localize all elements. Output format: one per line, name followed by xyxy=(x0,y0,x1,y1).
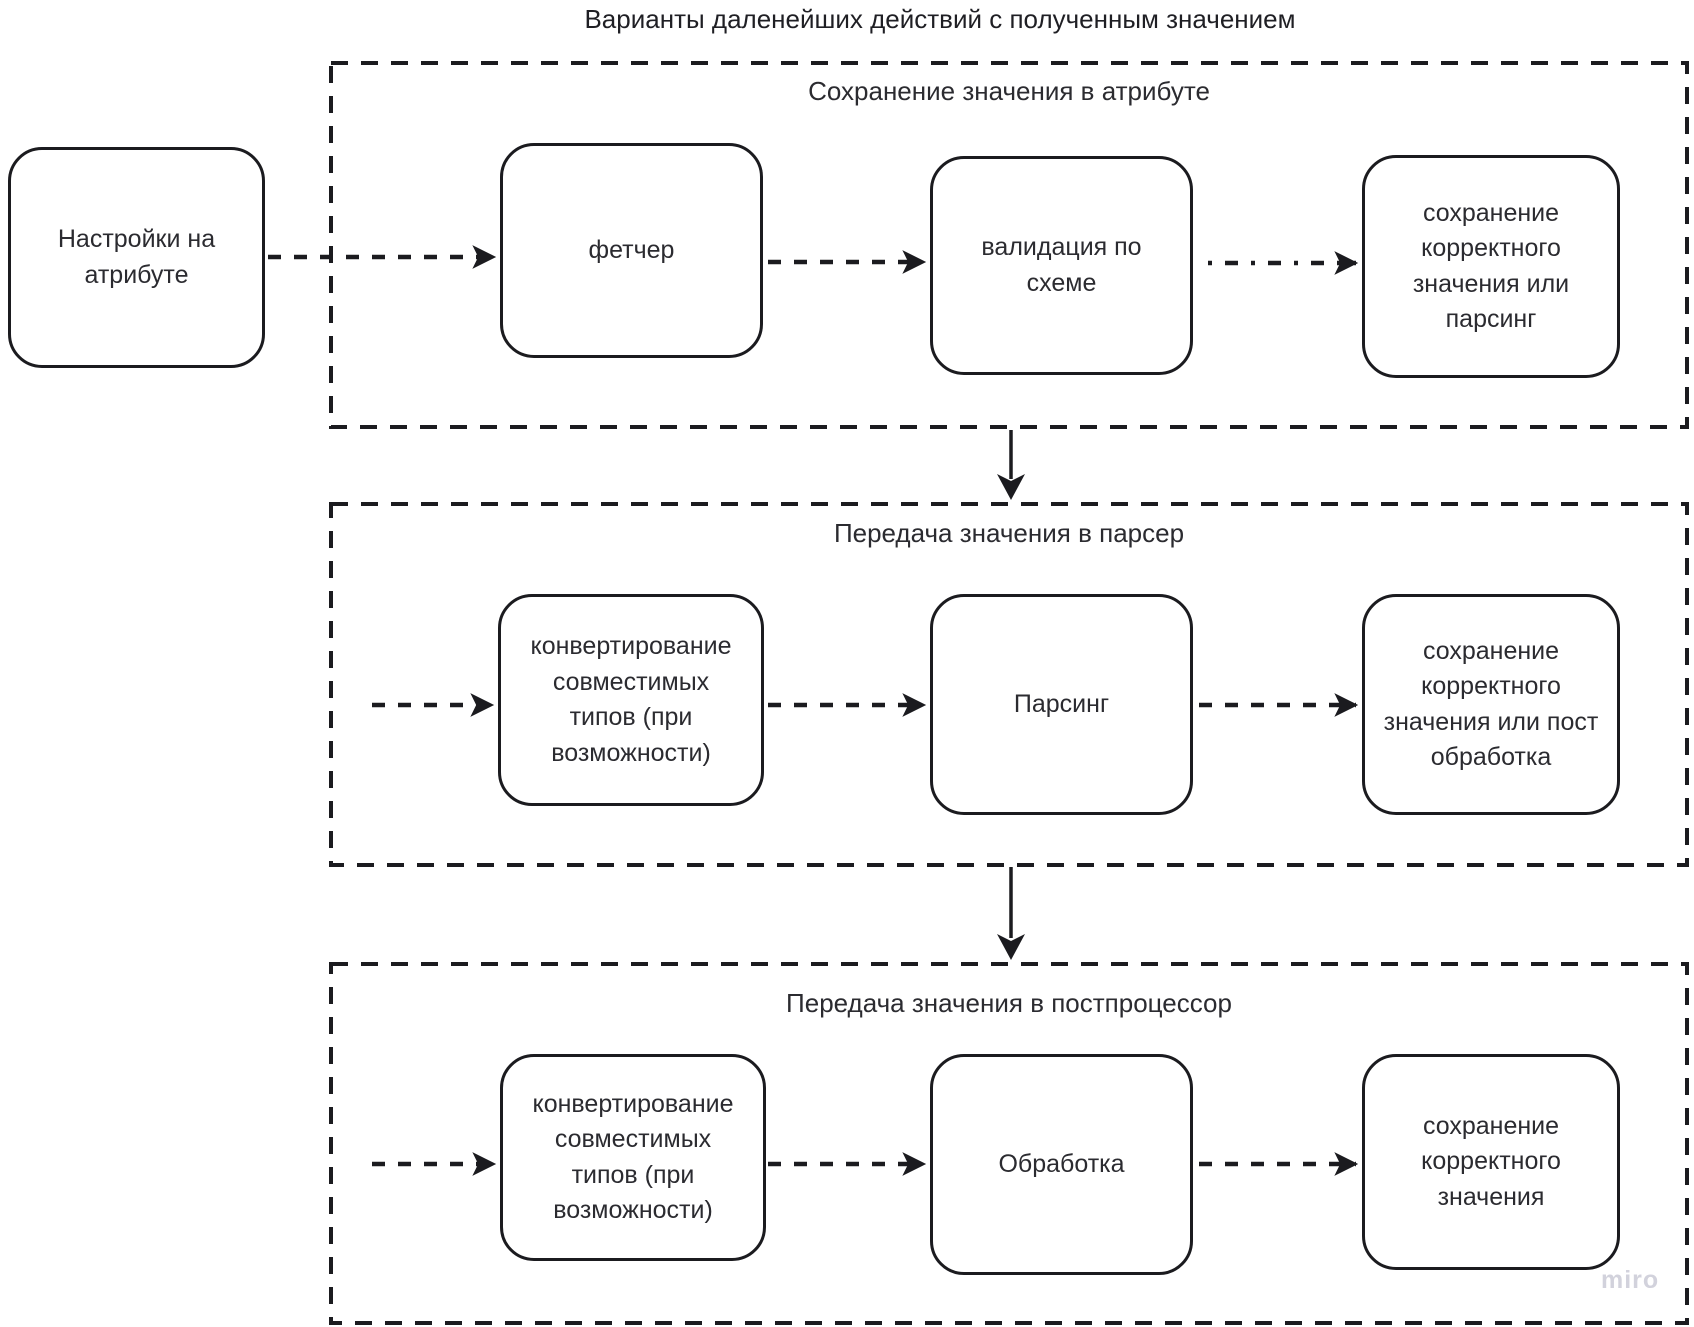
node-schema-validation[interactable]: валидация по схеме xyxy=(930,156,1193,375)
node-settings-on-attribute[interactable]: Настройки на атрибуте xyxy=(8,147,265,368)
node-fetcher[interactable]: фетчер xyxy=(500,143,763,358)
node-save-correct-or-postprocess[interactable]: сохранение корректного значения или пост… xyxy=(1362,594,1620,815)
node-label: сохранение корректного значения или пост… xyxy=(1383,636,1599,772)
node-label: валидация по схеме xyxy=(981,233,1142,297)
connector-group1-to-group2[interactable] xyxy=(997,430,1025,500)
diagram-title[interactable]: Варианты даленейших действий с полученны… xyxy=(584,4,1296,34)
node-label: фетчер xyxy=(588,235,675,264)
group-header-pass-to-parser[interactable]: Передача значения в парсер xyxy=(833,518,1185,548)
miro-watermark: miro xyxy=(1601,1266,1660,1294)
node-label: Настройки на атрибуте xyxy=(57,225,216,289)
node-parsing[interactable]: Парсинг xyxy=(930,594,1193,815)
node-label: конвертирование совместимых типов (при в… xyxy=(530,632,732,767)
group-frame-save-to-attribute[interactable] xyxy=(329,61,1689,429)
group-frame-pass-to-parser[interactable] xyxy=(329,502,1689,867)
node-save-correct-or-parse[interactable]: сохранение корректного значения или парс… xyxy=(1362,155,1620,378)
connector-group2-to-group3[interactable] xyxy=(997,867,1025,960)
node-label: Парсинг xyxy=(1013,689,1110,718)
node-save-correct-value[interactable]: сохранение корректного значения xyxy=(1362,1054,1620,1270)
node-label: сохранение корректного значения xyxy=(1421,1111,1561,1211)
node-convert-compatible-types-postproc[interactable]: конвертирование совместимых типов (при в… xyxy=(500,1054,766,1261)
node-label: сохранение корректного значения или парс… xyxy=(1412,198,1570,334)
group-header-save-to-attribute[interactable]: Сохранение значения в атрибуте xyxy=(808,76,1210,106)
node-convert-compatible-types-parser[interactable]: конвертирование совместимых типов (при в… xyxy=(498,594,764,806)
group-header-pass-to-postprocessor[interactable]: Передача значения в постпроцессор xyxy=(786,988,1232,1018)
node-processing[interactable]: Обработка xyxy=(930,1054,1193,1275)
group-frame-pass-to-postprocessor[interactable] xyxy=(329,962,1689,1325)
node-label: Обработка xyxy=(998,1149,1125,1178)
node-label: конвертирование совместимых типов (при в… xyxy=(532,1089,734,1225)
